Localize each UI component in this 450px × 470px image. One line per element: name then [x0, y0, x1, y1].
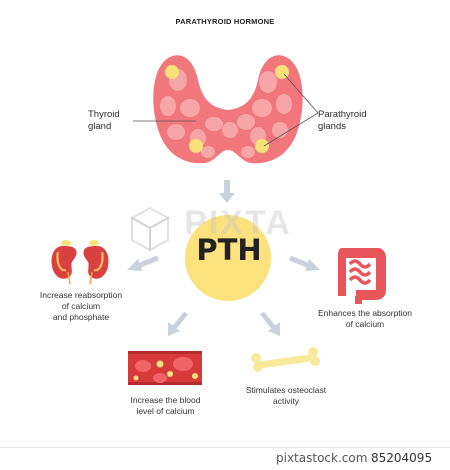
diagram-title: PARATHYROID HORMONE: [175, 17, 275, 26]
arrow-down-right: [260, 311, 280, 336]
bone-icon: [251, 347, 320, 372]
pth-circle: [185, 215, 271, 301]
footer-image-id: 85204095: [371, 451, 433, 465]
arrow-left: [127, 255, 159, 271]
parathyroid-glands: [165, 65, 289, 153]
intestine-icon: [338, 248, 386, 304]
arrow-down-left: [168, 311, 188, 336]
kidney-icon: [51, 240, 109, 285]
footer-bar: pixtastock.com 85204095: [0, 447, 450, 470]
thyroid-gland: [133, 55, 319, 164]
arrow-right: [289, 255, 320, 271]
bone-label: Stimulates osteoclast activity: [245, 385, 327, 406]
arrow-down-top: [219, 180, 235, 203]
footer-site: pixtastock.com: [276, 451, 368, 465]
kidney-label: Increase reabsorption of calcium and pho…: [39, 290, 123, 322]
watermark-text: PIXTA: [184, 204, 292, 242]
arrows: [127, 180, 320, 336]
intestine-label: Enhances the absorption of calcium: [317, 308, 413, 329]
blood-label: Increase the blood level of calcium: [130, 395, 201, 416]
parathyroid-label: Parathyroid glands: [318, 109, 367, 132]
thyroid-label: Thyroid gland: [88, 109, 120, 132]
watermark-logo: [129, 206, 171, 252]
pth-label: PTH: [196, 233, 262, 267]
blood-vessel-icon: [128, 351, 202, 385]
